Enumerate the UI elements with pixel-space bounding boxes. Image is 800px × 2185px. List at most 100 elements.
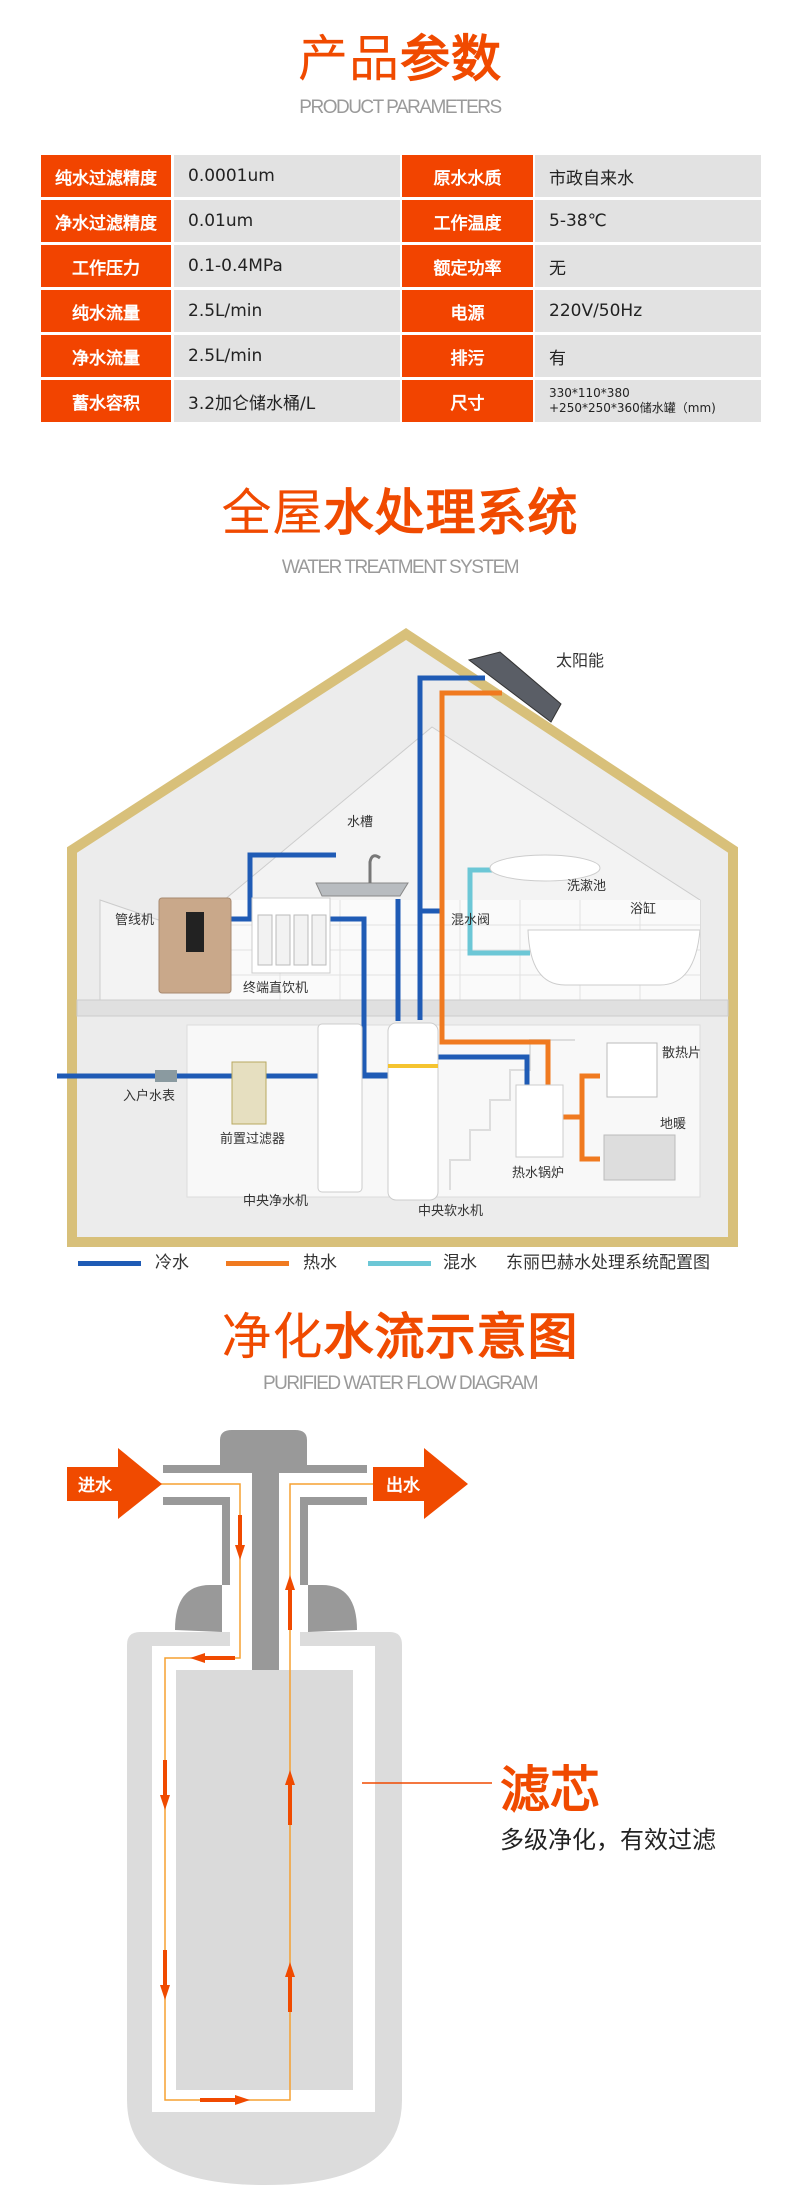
label-basin: 洗漱池 — [567, 879, 606, 894]
title-light: 产品 — [298, 30, 400, 88]
param-label: 纯水流量 — [41, 290, 171, 332]
pipe-legend: 冷水 热水 混水 东丽巴赫水处理系统配置图 — [0, 1250, 800, 1276]
label-water-meter: 入户水表 — [123, 1088, 175, 1104]
core-description: 多级净化，有效过滤 — [500, 1826, 716, 1854]
hot-water-pipes — [439, 690, 600, 1162]
product-parameters-subtitle: PRODUCT PARAMETERS — [299, 97, 502, 118]
arrow-left-icon — [190, 1653, 235, 1663]
param-label: 蓄水容积 — [41, 380, 171, 422]
legend-caption: 东丽巴赫水处理系统配置图 — [506, 1253, 710, 1273]
param-label: 额定功率 — [402, 245, 533, 287]
bathtub — [527, 929, 701, 986]
param-value: 市政自来水 — [535, 155, 761, 197]
water-treatment-title: 全屋水处理系统 — [0, 486, 800, 540]
arrow-up-icon — [285, 1770, 295, 1825]
floor-heating — [603, 1134, 676, 1181]
boiler — [515, 1084, 564, 1158]
flow-diagram-title: 净化水流示意图 — [0, 1310, 800, 1364]
title-light: 全屋 — [221, 484, 324, 542]
legend-mixed-swatch — [368, 1261, 431, 1266]
param-value: 2.5L/min — [174, 335, 400, 377]
label-bathtub: 浴缸 — [630, 901, 656, 917]
stairs — [449, 1039, 575, 1190]
pre-filter — [231, 1061, 267, 1125]
water-treatment-subtitle: WATER TREATMENT SYSTEM — [281, 557, 520, 578]
mixed-water-pipe — [467, 867, 530, 956]
legend-hot-swatch — [226, 1261, 289, 1266]
title-light: 净化 — [221, 1308, 324, 1366]
inlet-arrow-icon — [67, 1448, 162, 1519]
legend-hot: 热水 — [303, 1253, 337, 1273]
core-title: 滤芯 — [500, 1761, 600, 1819]
label-pre-filter: 前置过滤器 — [220, 1131, 285, 1147]
label-mixing-valve: 混水阀 — [451, 913, 490, 928]
water-meter — [155, 1070, 177, 1082]
param-label: 纯水过滤精度 — [41, 155, 171, 197]
param-value: 220V/50Hz — [535, 290, 761, 332]
param-label: 电源 — [402, 290, 533, 332]
title-bold: 水流示意图 — [323, 1308, 579, 1366]
label-terminal-purifier: 终端直饮机 — [243, 980, 308, 996]
legend-mixed: 混水 — [443, 1253, 477, 1273]
table-row: 纯水过滤精度 0.0001um 原水水质 市政自来水 — [41, 155, 761, 197]
cap-right — [300, 1497, 367, 1632]
solar-panel — [467, 651, 562, 723]
arrow-right-icon — [200, 2095, 250, 2105]
legend-cold: 冷水 — [155, 1253, 189, 1273]
param-value: 0.01um — [174, 200, 400, 242]
flow-diagram: 进水 出水 滤芯 多级净化，有效过滤 — [67, 1430, 716, 2185]
floor-slab — [76, 999, 729, 1017]
table-row: 净水过滤精度 0.01um 工作温度 5-38℃ — [41, 200, 761, 242]
size-line-1: 330*110*380 — [549, 386, 630, 400]
central-purifier — [317, 1023, 363, 1193]
param-value: 0.0001um — [174, 155, 400, 197]
arrow-down-icon — [235, 1515, 245, 1560]
pipeline-machine-screen — [186, 912, 204, 952]
flow-diagram-subtitle: PURIFIED WATER FLOW DIAGRAM — [262, 1373, 539, 1394]
label-central-softener: 中央软水机 — [418, 1204, 483, 1219]
softener-band — [388, 1064, 438, 1068]
arrow-down-icon — [160, 1760, 170, 1810]
param-value: 有 — [535, 335, 761, 377]
param-label: 净水过滤精度 — [41, 200, 171, 242]
kitchen-sink — [315, 882, 409, 897]
param-label: 原水水质 — [402, 155, 533, 197]
param-value: 330*110*380 +250*250*360储水罐（mm) — [535, 380, 761, 422]
label-radiator: 散热片 — [662, 1046, 701, 1061]
param-label: 工作温度 — [402, 200, 533, 242]
product-parameters-title: 产品参数 — [0, 32, 800, 86]
arrow-down-icon — [160, 1950, 170, 2000]
param-label: 排污 — [402, 335, 533, 377]
outlet-arrow-icon — [373, 1448, 468, 1519]
arrow-up-icon — [285, 1575, 295, 1630]
label-solar: 太阳能 — [556, 651, 604, 670]
inlet-channel — [230, 1473, 252, 1653]
cold-water-pipes — [57, 675, 530, 1085]
stem-end — [252, 1646, 279, 1670]
cap-left — [163, 1497, 230, 1632]
outlet-label: 出水 — [386, 1475, 421, 1496]
table-row: 纯水流量 2.5L/min 电源 220V/50Hz — [41, 290, 761, 332]
arrow-up-icon — [285, 1962, 295, 2012]
table-row: 工作压力 0.1-0.4MPa 额定功率 无 — [41, 245, 761, 287]
label-floor-heating: 地暖 — [660, 1117, 686, 1132]
flow-arrows — [160, 1515, 295, 2105]
label-sink: 水槽 — [347, 815, 373, 830]
house-diagram: 太阳能 水槽 洗漱池 浴缸 管线机 混水阀 终端直饮机 散热片 入户水表 地暖 … — [57, 628, 738, 1247]
param-label: 净水流量 — [41, 335, 171, 377]
sink-faucet — [368, 854, 381, 883]
label-boiler: 热水锅炉 — [512, 1165, 564, 1181]
wash-basin — [489, 854, 601, 882]
param-value: 3.2加仑储水桶/L — [174, 380, 400, 422]
filter-cartridges — [257, 914, 327, 966]
param-value: 0.1-0.4MPa — [174, 245, 400, 287]
param-value: 2.5L/min — [174, 290, 400, 332]
param-value: 5-38℃ — [535, 200, 761, 242]
title-bold: 参数 — [400, 30, 502, 88]
size-line-2: +250*250*360储水罐（mm) — [549, 401, 716, 415]
title-bold: 水处理系统 — [323, 484, 579, 542]
param-label: 尺寸 — [402, 380, 533, 422]
label-pipeline-machine: 管线机 — [115, 913, 154, 928]
label-central-purifier: 中央净水机 — [243, 1194, 308, 1209]
filter-core — [176, 1670, 353, 2090]
